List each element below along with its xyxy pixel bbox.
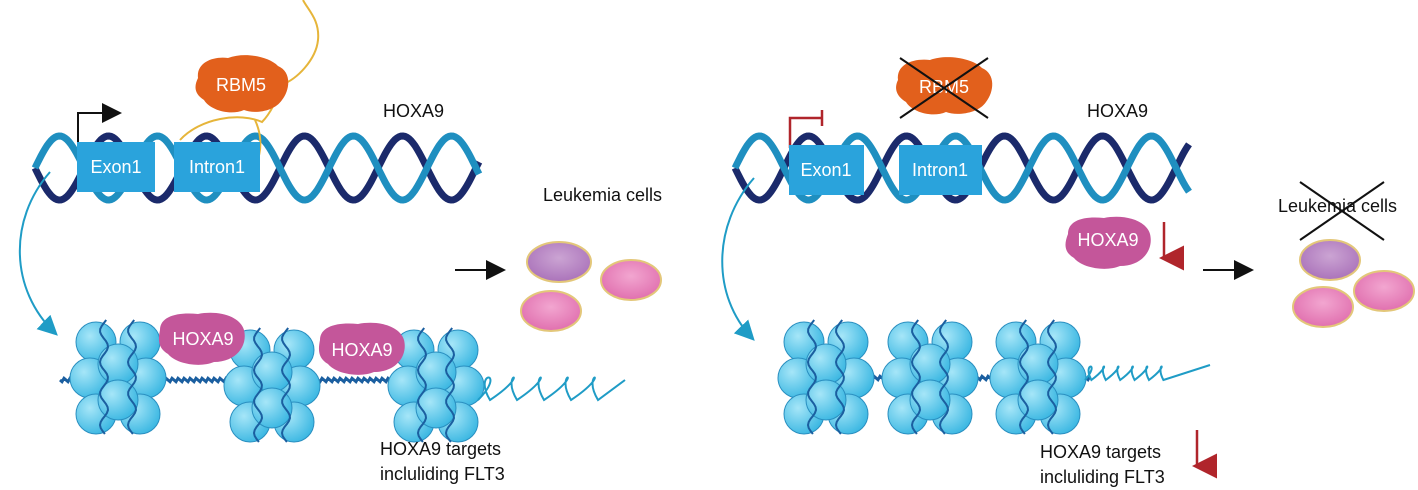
left-rbm5-protein bbox=[195, 55, 289, 113]
left-nucleosome-a-dna-wrap-1 bbox=[98, 319, 110, 435]
left-hoxa9-bound-2-label: HOXA9 bbox=[331, 340, 392, 360]
right-gene-label: HOXA9 bbox=[1087, 101, 1148, 121]
left-nucleosome-b-dna-wrap-1 bbox=[252, 327, 264, 443]
left-nucleosome-b-dna-wrap-2 bbox=[280, 327, 292, 443]
right-nucleosome-c-histone-7 bbox=[1017, 343, 1059, 385]
left-tss-arrow bbox=[77, 103, 122, 148]
right-exon1-box bbox=[789, 145, 864, 195]
right-tss-blocked bbox=[788, 110, 824, 148]
left-curved-arrow bbox=[18, 171, 58, 336]
left-hoxa9-bound-2 bbox=[318, 322, 405, 375]
left-targets-line2: incluliding FLT3 bbox=[380, 464, 505, 484]
right-outcome-cross-b bbox=[1299, 181, 1385, 241]
right-intron1-label: Intron1 bbox=[912, 160, 968, 180]
left-cell-2 bbox=[600, 259, 662, 301]
left-nucleosome-a-histone-7 bbox=[97, 343, 139, 385]
right-hoxa9-protein bbox=[1065, 216, 1151, 269]
left-exon1-box bbox=[77, 142, 155, 192]
left-outcome-label: Leukemia cells bbox=[543, 185, 662, 205]
left-dna-helix bbox=[31, 132, 483, 204]
left-nucleosome-b-histone-7 bbox=[251, 351, 293, 393]
right-cell-1 bbox=[1299, 239, 1361, 281]
left-nucleosome-c-dna-wrap-1 bbox=[416, 327, 428, 443]
left-nucleosome-c-dna-wrap-2 bbox=[444, 327, 456, 443]
right-rbm5-cross-b bbox=[899, 57, 989, 119]
left-gene-label: HOXA9 bbox=[383, 101, 444, 121]
right-panel: Exon1 Intron1 RBM5 HOXA9 HOXA9 HOXA9 tar… bbox=[721, 57, 1415, 487]
right-nucleosome-c-dna-wrap-1 bbox=[1018, 319, 1030, 435]
left-cell-1 bbox=[526, 241, 592, 283]
right-nucleosome-a-dna-wrap-2 bbox=[834, 319, 846, 435]
right-cell-2 bbox=[1353, 270, 1415, 312]
right-nucleosome-b-histone-7 bbox=[909, 343, 951, 385]
right-nucleosome-c-dna-wrap-2 bbox=[1046, 319, 1058, 435]
left-hoxa9-bound-1 bbox=[158, 312, 245, 365]
left-targets-line1: HOXA9 targets bbox=[380, 439, 501, 459]
left-nucleosome-c-histone-7 bbox=[415, 351, 457, 393]
left-rbm5-label: RBM5 bbox=[216, 75, 266, 95]
left-exon1-label: Exon1 bbox=[90, 157, 141, 177]
left-hoxa9-bound-1-label: HOXA9 bbox=[172, 329, 233, 349]
left-chromatin bbox=[59, 319, 626, 443]
right-targets-line2: incluliding FLT3 bbox=[1040, 467, 1165, 487]
right-outcome-label: Leukemia cells bbox=[1278, 196, 1397, 216]
right-hoxa9-protein-label: HOXA9 bbox=[1077, 230, 1138, 250]
right-nucleosome-a-histone-7 bbox=[805, 343, 847, 385]
right-chromatin bbox=[777, 319, 1211, 435]
right-intron1-box bbox=[899, 145, 982, 195]
right-nucleosome-a-dna-wrap-1 bbox=[806, 319, 818, 435]
left-intron1-label: Intron1 bbox=[189, 157, 245, 177]
right-dna-helix bbox=[731, 132, 1192, 204]
right-targets-line1: HOXA9 targets bbox=[1040, 442, 1161, 462]
right-exon1-label: Exon1 bbox=[800, 160, 851, 180]
right-nucleosome-b-dna-wrap-2 bbox=[938, 319, 950, 435]
right-nucleosome-b-dna-wrap-1 bbox=[910, 319, 922, 435]
left-panel: Exon1 Intron1 RBM5 HOXA9 HOXA9 HOXA9 HOX… bbox=[18, 0, 662, 484]
right-curved-arrow bbox=[721, 177, 755, 341]
left-intron1-box bbox=[174, 142, 260, 192]
left-nucleosome-a-dna-wrap-2 bbox=[126, 319, 138, 435]
left-cell-3 bbox=[520, 290, 582, 332]
right-cell-3 bbox=[1292, 286, 1354, 328]
